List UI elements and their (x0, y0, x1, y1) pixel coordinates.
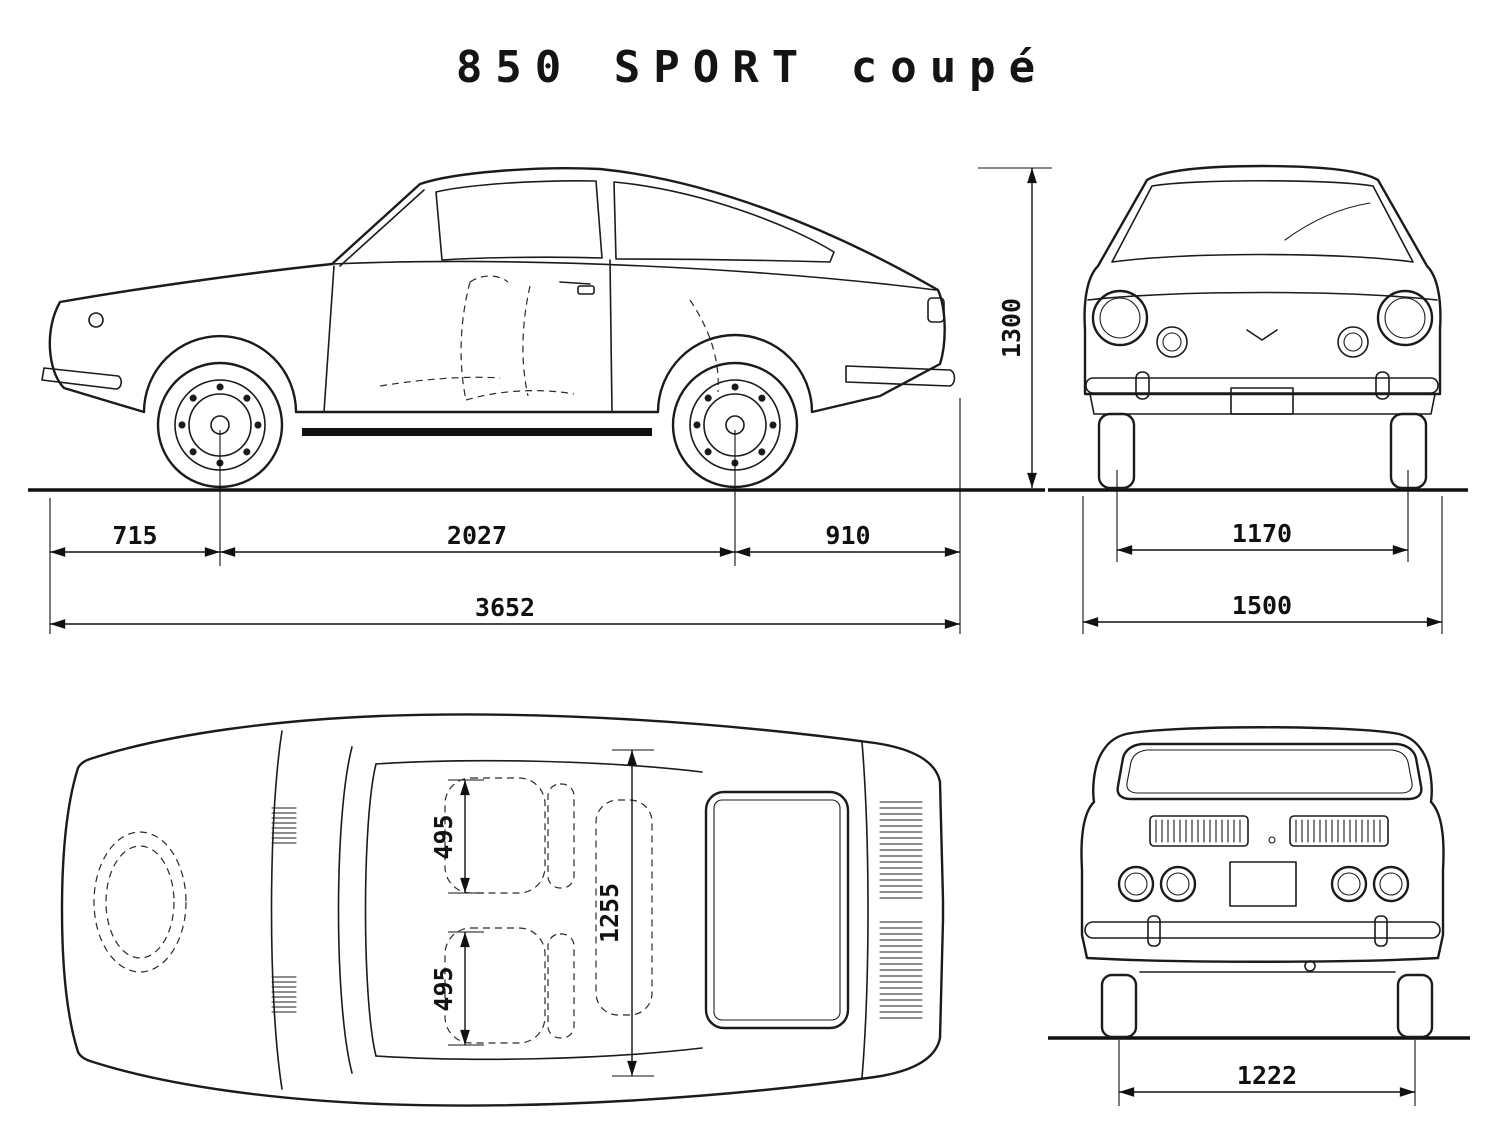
rear-right-overrider (1374, 915, 1388, 947)
side-interior-dashed-details (379, 275, 719, 401)
rear-left-tire (1100, 973, 1138, 1039)
dimensions-rear: 1222 (1118, 1040, 1416, 1106)
front-right-headlight-ring (1384, 297, 1426, 339)
rear-window (1116, 742, 1423, 801)
rear-bumper (1084, 921, 1441, 939)
top-rear-window (704, 790, 850, 1030)
front-right-seatback-dashed (547, 933, 575, 1039)
rear-taillight-outer-left-ring (1124, 872, 1148, 896)
rear-window-inner (1126, 749, 1413, 794)
side-front-bumper (41, 367, 122, 390)
dimensions-top: 495 495 1255 (429, 749, 654, 1077)
front-valance (1089, 393, 1436, 415)
front-windshield (1111, 179, 1414, 263)
front-body-outline (1083, 164, 1442, 396)
rear-right-grille-hatching (1295, 819, 1381, 843)
top-rear-deck-line (861, 741, 869, 1079)
top-roof-edge-upper (375, 759, 703, 773)
dimensions-front: 1170 1500 (1082, 470, 1443, 634)
dim-label-overall-width: 1500 (1232, 591, 1292, 620)
top-hood-shutline (270, 730, 283, 1090)
front-left-headlight-ring (1099, 297, 1141, 339)
dim-label-front-seat-width: 495 (429, 814, 458, 859)
side-beltline (331, 260, 937, 291)
door-handle (559, 281, 591, 285)
front-right-auxlamp (1337, 326, 1369, 358)
rear-license-plate (1229, 861, 1297, 907)
top-engine-vent-hatching-lower (879, 921, 923, 1019)
front-left-seatback-dashed (547, 783, 575, 889)
dim-label-cabin-length: 1255 (595, 883, 624, 943)
rear-taillight-inner-left-ring (1166, 872, 1190, 896)
rear-taillight-outer-left (1117, 865, 1155, 903)
rear-lock-button (1268, 836, 1276, 844)
front-right-auxlamp-ring (1343, 332, 1363, 352)
side-headlight (88, 312, 104, 328)
side-door-rear-edge (609, 259, 613, 413)
front-view (1048, 164, 1468, 492)
side-door-window (435, 180, 603, 261)
front-bumper (1085, 377, 1439, 394)
top-rear-window-inner (713, 799, 841, 1021)
top-front-vent-hatching-upper (271, 807, 297, 844)
dim-label-overall-length: 3652 (475, 593, 535, 622)
rear-right-grille (1289, 815, 1389, 847)
front-left-auxlamp (1156, 326, 1188, 358)
side-view (28, 167, 1045, 492)
rear-taillight-inner-right-ring (1337, 872, 1361, 896)
spare-tire-dashed (93, 831, 187, 973)
dim-label-rear-track: 1222 (1237, 1061, 1297, 1090)
rear-left-grille-hatching (1155, 819, 1241, 843)
side-rear-bumper (845, 365, 956, 387)
rear-taillight-inner-left (1159, 865, 1197, 903)
top-engine-vent-hatching-upper (879, 801, 923, 899)
front-right-seat-dashed (444, 927, 546, 1044)
rear-taillight-outer-right-ring (1379, 872, 1403, 896)
front-right-overrider (1375, 371, 1390, 400)
rear-taillight-outer-right (1372, 865, 1410, 903)
front-left-headlight (1091, 289, 1149, 347)
front-left-auxlamp-ring (1162, 332, 1182, 352)
rear-left-overrider (1147, 915, 1161, 947)
dimensions-side: 715 2027 910 3652 1300 (49, 167, 1052, 634)
dim-label-rear-overhang: 910 (825, 521, 870, 550)
top-body-outline (60, 713, 945, 1107)
rear-body-outline (1080, 726, 1445, 963)
dim-label-rear-seat-width: 495 (429, 966, 458, 1011)
dim-label-height: 1300 (997, 298, 1026, 358)
drawing-title: 850 SPORT coupé (456, 42, 1048, 93)
front-right-headlight (1376, 289, 1434, 347)
exhaust-pipe (1304, 960, 1316, 972)
spare-tire-inner-dashed (105, 845, 175, 959)
side-windshield (339, 189, 425, 267)
rear-right-tire (1396, 973, 1434, 1039)
windshield-wiper (1284, 202, 1371, 241)
front-left-seat-dashed (444, 777, 546, 894)
side-door-front-edge (323, 265, 335, 413)
dim-label-wheelbase: 2027 (447, 521, 507, 550)
top-front-vent-hatching-lower (271, 976, 297, 1013)
front-emblem-chevron (1246, 329, 1278, 341)
rear-taillight-inner-right (1330, 865, 1368, 903)
dim-label-front-overhang: 715 (112, 521, 157, 550)
side-taillight (927, 297, 945, 323)
rear-bench-dashed (595, 799, 653, 1016)
top-roof-edge-lower (375, 1047, 703, 1061)
front-left-overrider (1135, 371, 1150, 400)
rear-view (1048, 726, 1470, 1040)
rear-left-grille (1149, 815, 1249, 847)
door-mirror (577, 285, 595, 295)
front-license-plate (1230, 387, 1294, 415)
dim-label-front-track: 1170 (1232, 519, 1292, 548)
side-quarter-window (613, 181, 835, 263)
top-windshield-top (364, 763, 377, 1057)
side-body-outline (48, 167, 946, 414)
front-hood-crease (1087, 291, 1438, 301)
top-windshield-base (337, 746, 353, 1074)
top-view (60, 713, 945, 1107)
